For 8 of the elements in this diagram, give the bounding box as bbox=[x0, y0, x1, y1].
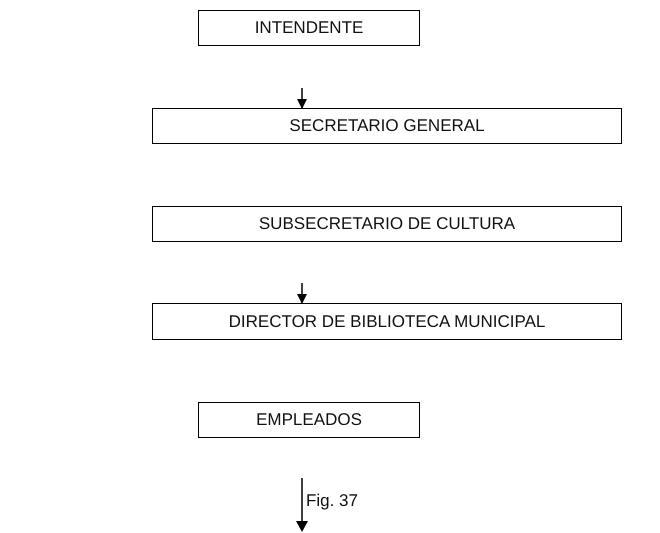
position-box: SECRETARIO GENERAL bbox=[152, 108, 622, 144]
arrow bbox=[297, 283, 307, 304]
position-box: INTENDENTE bbox=[198, 10, 420, 46]
position-box: EMPLEADOS bbox=[198, 402, 420, 438]
position-box: DIRECTOR DE BIBLIOTECA MUNICIPAL bbox=[152, 303, 622, 340]
figure-caption: Fig. 37 bbox=[306, 491, 358, 511]
arrow bbox=[297, 88, 307, 109]
position-box: SUBSECRETARIO DE CULTURA bbox=[152, 206, 622, 242]
